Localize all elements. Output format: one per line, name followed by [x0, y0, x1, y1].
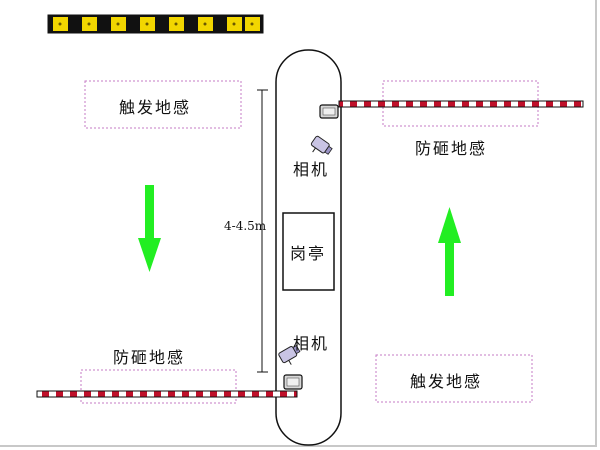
surveillance-camera-icon [278, 344, 301, 365]
distance-label: 4-4.5m [224, 219, 267, 233]
distance-dimension [257, 89, 268, 373]
anti-smash-sensor-label-left: 防砸地感 [113, 348, 186, 367]
booth-label: 岗亭 [290, 244, 327, 263]
trigger-sensor-box-left [84, 80, 242, 129]
surveillance-camera-icon [310, 135, 333, 155]
arrow-down-icon [138, 185, 161, 272]
barrier-motor-icon [283, 374, 303, 390]
anti-smash-sensor-box-left [80, 369, 237, 404]
trigger-sensor-label-left: 触发地感 [119, 98, 192, 117]
guard-booth [282, 212, 335, 291]
anti-smash-sensor-label-right: 防砸地感 [415, 139, 488, 158]
trigger-sensor-box-right [375, 354, 533, 403]
barrier-arm-right [338, 100, 584, 108]
arrow-up-icon [438, 207, 461, 296]
barrier-arm-left [36, 390, 298, 398]
barrier-motor-icon [319, 104, 339, 119]
trigger-sensor-label-right: 触发地感 [410, 372, 483, 391]
warning-strip [47, 14, 264, 34]
camera-label-top: 相机 [293, 160, 330, 179]
camera-label-bottom: 相机 [293, 334, 330, 353]
